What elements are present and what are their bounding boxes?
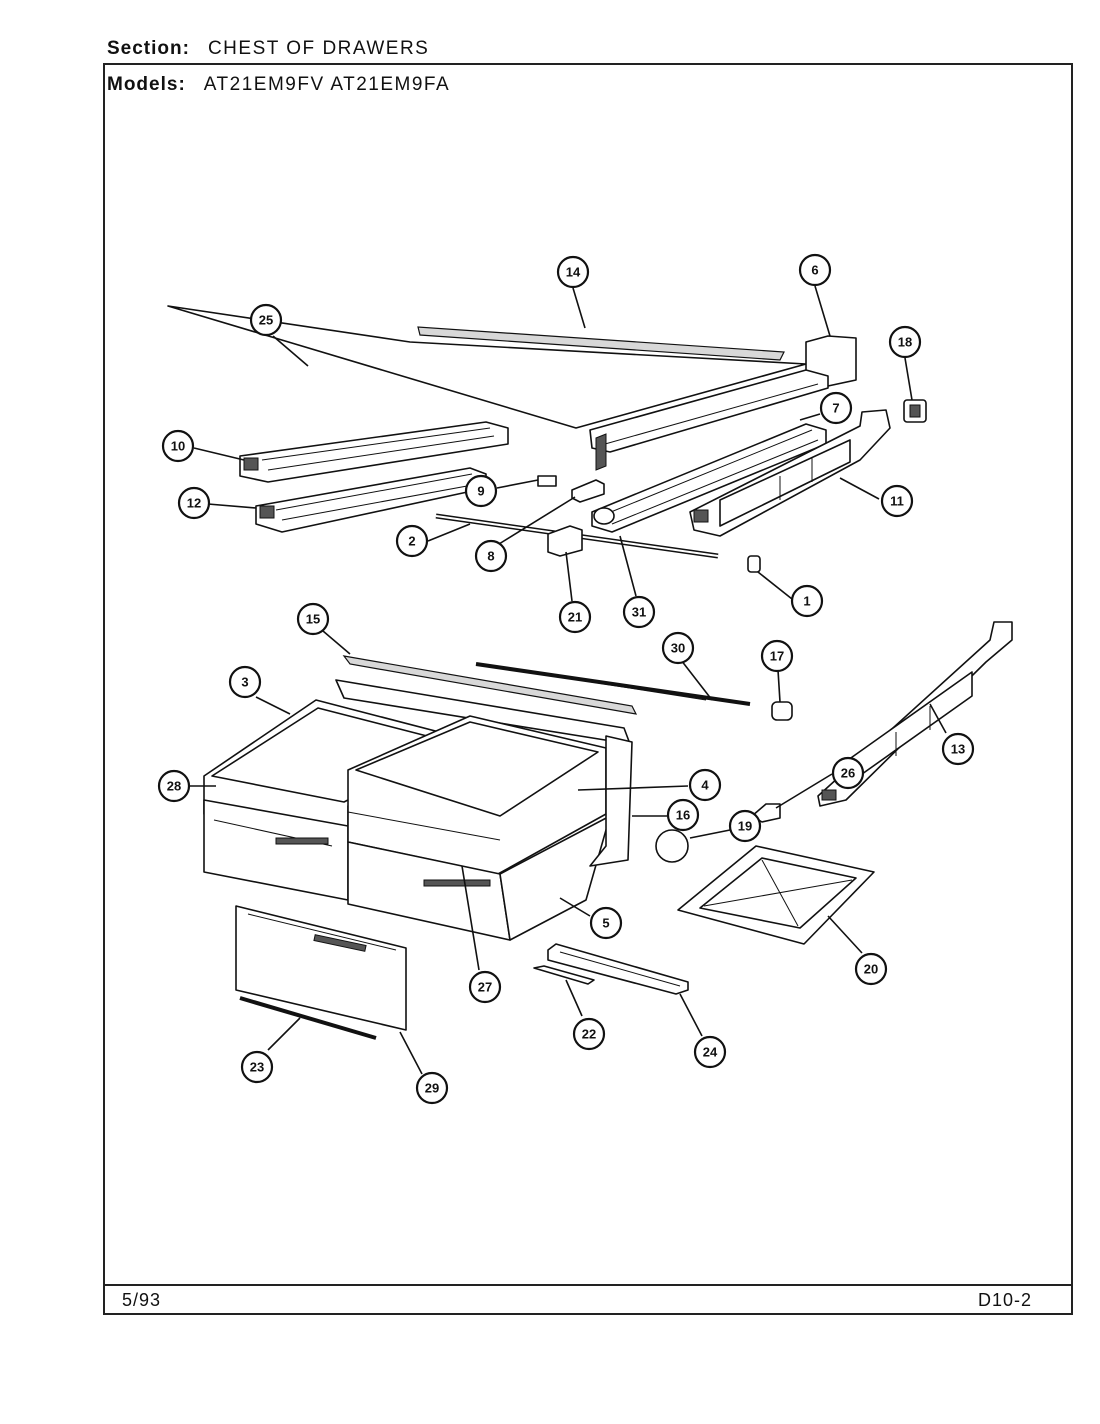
callout-18: 18 <box>888 325 922 359</box>
callout-5-label: 5 <box>602 916 609 931</box>
callout-7-label: 7 <box>832 401 839 416</box>
callout-12-label: 12 <box>187 496 201 511</box>
callout-26-label: 26 <box>841 766 855 781</box>
callout-27-label: 27 <box>478 980 492 995</box>
part-slide-24 <box>547 943 689 995</box>
callout-24-label: 24 <box>703 1045 718 1060</box>
callout-26: 26 <box>831 756 865 790</box>
callout-25: 25 <box>249 303 283 337</box>
callout-2: 2 <box>395 524 429 558</box>
leader-lines <box>190 285 947 1075</box>
callout-25-label: 25 <box>259 313 273 328</box>
part-clip-8 <box>571 479 605 503</box>
callout-17: 17 <box>760 639 794 673</box>
callout-1-label: 1 <box>803 594 810 609</box>
callout-20: 20 <box>854 952 888 986</box>
part-cam-17 <box>771 701 793 721</box>
callout-1: 1 <box>790 584 824 618</box>
callout-21-label: 21 <box>568 610 582 625</box>
page-frame <box>103 63 1073 1315</box>
models-label: Models: <box>107 74 186 95</box>
callout-15: 15 <box>296 602 330 636</box>
callout-15-label: 15 <box>306 612 320 627</box>
callout-21: 21 <box>558 600 592 634</box>
callout-11: 11 <box>880 484 914 518</box>
callout-11-label: 11 <box>890 494 904 509</box>
callout-19: 19 <box>728 809 762 843</box>
callout-28: 28 <box>157 769 191 803</box>
callout-22-label: 22 <box>582 1027 596 1042</box>
part-rear-trim <box>417 326 785 361</box>
part-cam <box>747 555 761 573</box>
callout-14-label: 14 <box>566 265 581 280</box>
callout-10-label: 10 <box>171 439 185 454</box>
part-clip-19 <box>655 829 689 863</box>
callout-12: 12 <box>177 486 211 520</box>
callout-22: 22 <box>572 1017 606 1051</box>
callout-10: 10 <box>161 429 195 463</box>
part-drawer-front-panel <box>235 905 407 1031</box>
part-cam-26 <box>751 803 781 823</box>
callout-6: 6 <box>798 253 832 287</box>
callout-8-label: 8 <box>487 549 494 564</box>
callout-4: 4 <box>688 768 722 802</box>
section-value: CHEST OF DRAWERS <box>207 38 430 59</box>
callout-28-label: 28 <box>167 779 181 794</box>
part-trim-strip <box>239 996 377 1040</box>
callout-18-label: 18 <box>898 335 912 350</box>
callout-7: 7 <box>819 391 853 425</box>
callout-5: 5 <box>589 906 623 940</box>
callout-9: 9 <box>464 474 498 508</box>
callout-13: 13 <box>941 732 975 766</box>
footer-page-code: D10-2 <box>978 1290 1033 1310</box>
models-heading: Models: AT21EM9FV AT21EM9FA <box>107 74 450 96</box>
callout-4-label: 4 <box>701 778 709 793</box>
part-rod-30 <box>475 662 751 706</box>
callout-14: 14 <box>556 255 590 289</box>
callout-31-label: 31 <box>632 605 646 620</box>
footer-date: 5/93 <box>122 1290 162 1310</box>
part-side-panel <box>589 735 633 867</box>
part-front-trim <box>342 655 638 715</box>
callout-23-label: 23 <box>250 1060 264 1075</box>
callout-29-label: 29 <box>425 1081 439 1096</box>
part-block <box>547 525 583 557</box>
part-clip-9 <box>537 475 557 487</box>
callout-3-label: 3 <box>241 675 248 690</box>
callout-23: 23 <box>240 1050 274 1084</box>
callout-8: 8 <box>474 539 508 573</box>
callout-16: 16 <box>666 798 700 832</box>
callout-20-label: 20 <box>864 962 878 977</box>
footer-divider <box>105 1284 1071 1286</box>
callout-3: 3 <box>228 665 262 699</box>
models-value: AT21EM9FV AT21EM9FA <box>203 74 451 95</box>
callout-6-label: 6 <box>811 263 818 278</box>
callout-16-label: 16 <box>676 808 690 823</box>
section-label: Section: <box>107 38 190 59</box>
part-rail-detail <box>595 433 607 471</box>
callout-19-label: 19 <box>738 819 752 834</box>
callout-13-label: 13 <box>951 742 965 757</box>
callout-30-label: 30 <box>671 641 685 656</box>
callout-2-label: 2 <box>408 534 415 549</box>
callout-30: 30 <box>661 631 695 665</box>
part-slide-22 <box>533 965 595 985</box>
callout-29: 29 <box>415 1071 449 1105</box>
callout-31: 31 <box>622 595 656 629</box>
callout-24: 24 <box>693 1035 727 1069</box>
part-slide-rail-upper-left <box>239 421 509 483</box>
callout-9-label: 9 <box>477 484 484 499</box>
callout-27: 27 <box>468 970 502 1004</box>
section-heading: Section: CHEST OF DRAWERS <box>107 38 429 60</box>
callout-17-label: 17 <box>770 649 784 664</box>
